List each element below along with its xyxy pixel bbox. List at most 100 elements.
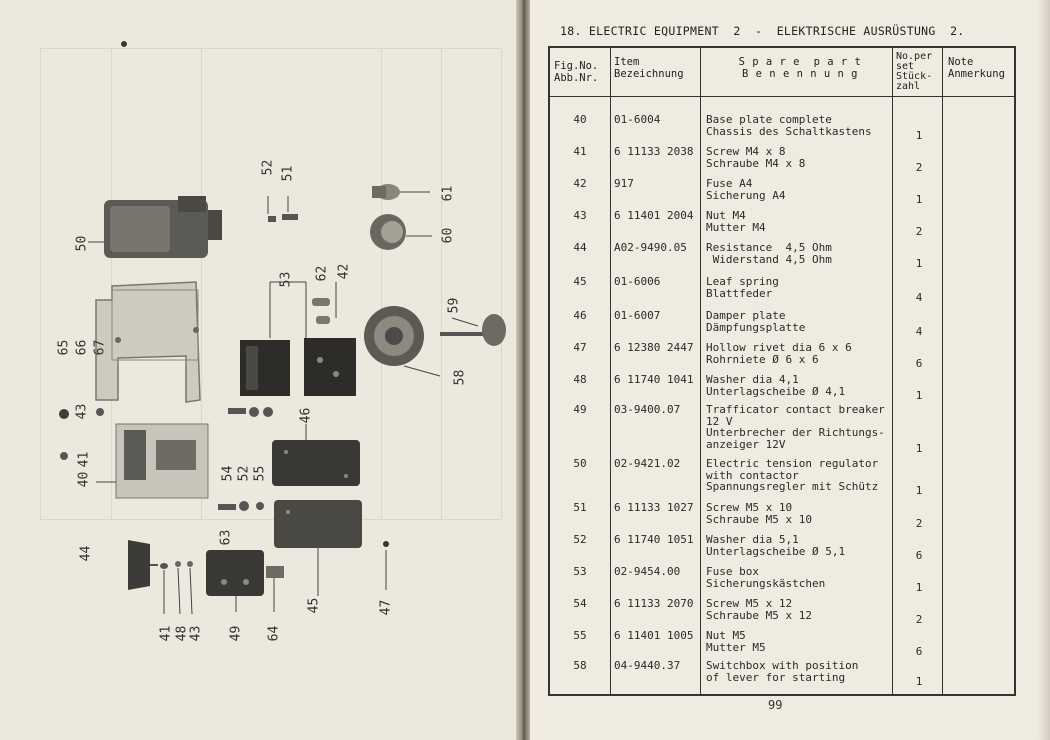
item-number-cell: 01-6004 [614, 113, 661, 126]
callout-48: 48 [174, 625, 190, 642]
contact-breaker-part [206, 550, 264, 596]
fig-no-cell: 54 [573, 597, 587, 610]
item-number-cell: 01-6007 [614, 309, 661, 322]
spare-parts-table: Fig.No. Abb.Nr. Item Bezeichnung S p a r… [548, 46, 1016, 696]
item-number-cell: 6 11401 1005 [614, 629, 694, 642]
callout-46: 46 [298, 407, 314, 424]
spare-part-cell: Fuse A4 Sicherung A4 [706, 177, 786, 202]
callout-43: 43 [74, 403, 90, 420]
fig-no-cell: 44 [573, 241, 587, 254]
quantity-cell: 4 [915, 324, 923, 338]
page-number: 99 [768, 698, 783, 712]
spare-part-cell: Screw M5 x 12 Schraube M5 x 12 [706, 597, 812, 622]
quantity-cell: 1 [915, 580, 923, 594]
callout-54: 54 [220, 465, 236, 482]
spare-part-cell: Nut M4 Mutter M4 [706, 209, 766, 234]
quantity-cell: 1 [915, 256, 923, 270]
callout-52b: 52 [236, 465, 252, 482]
quantity-cell: 1 [915, 441, 923, 455]
exploded-parts-illustration [59, 41, 506, 615]
quantity-cell: 4 [915, 290, 923, 304]
quantity-cell: 2 [915, 224, 923, 238]
spare-part-cell: Leaf spring Blattfeder [706, 275, 779, 300]
callout-44: 44 [78, 545, 94, 562]
quantity-cell: 1 [915, 388, 923, 402]
item-number-cell: 02-9421.02 [614, 457, 681, 470]
header-note: Note Anmerkung [948, 56, 1005, 80]
callout-59: 59 [446, 297, 462, 314]
spare-part-cell: Screw M5 x 10 Schraube M5 x 10 [706, 501, 812, 526]
quantity-cell: 1 [915, 128, 923, 142]
callout-41: 41 [76, 451, 92, 468]
fig-no-cell: 42 [573, 177, 587, 190]
quantity-cell: 6 [915, 644, 923, 658]
header-fig-no: Fig.No. Abb.Nr. [554, 60, 599, 84]
callout-41b: 41 [158, 625, 174, 642]
fig-no-cell: 48 [573, 373, 587, 386]
callout-52: 52 [260, 159, 276, 176]
item-number-cell: 6 11133 2038 [614, 145, 694, 158]
callout-43b: 43 [188, 625, 204, 642]
callout-67: 67 [92, 339, 108, 356]
spare-part-cell: Switchbox with position of lever for sta… [706, 659, 859, 684]
quantity-cell: 1 [915, 192, 923, 206]
item-number-cell: 01-6006 [614, 275, 661, 288]
fig-no-cell: 52 [573, 533, 587, 546]
item-number-cell: 6 11740 1041 [614, 373, 694, 386]
fig-no-cell: 46 [573, 309, 587, 322]
callout-60: 60 [440, 227, 456, 244]
item-number-cell: 04-9440.37 [614, 659, 681, 672]
callout-51: 51 [280, 165, 296, 182]
callout-66: 66 [74, 339, 90, 356]
fuse-box-part [240, 338, 356, 396]
fig-no-cell: 45 [573, 275, 587, 288]
spare-part-cell: Base plate complete Chassis des Schaltka… [706, 113, 872, 138]
bleed-through-table [40, 48, 502, 520]
callout-42: 42 [336, 263, 352, 280]
fig-no-cell: 47 [573, 341, 587, 354]
item-number-cell: 6 11133 1027 [614, 501, 694, 514]
spare-part-cell: Damper plate Dämpfungsplatte [706, 309, 806, 334]
fig-no-cell: 51 [573, 501, 587, 514]
spare-part-cell: Washer dia 5,1 Unterlagscheibe Ø 5,1 [706, 533, 846, 558]
regulator-box-part [104, 196, 222, 258]
callout-62: 62 [314, 265, 330, 282]
callout-50: 50 [74, 235, 90, 252]
quantity-cell: 1 [915, 484, 923, 497]
fig-no-cell: 53 [573, 565, 587, 578]
spare-part-cell: Trafficator contact breaker 12 V Unterbr… [706, 403, 885, 451]
page-edge [1038, 0, 1050, 740]
header-item: Item Bezeichnung [614, 56, 684, 80]
callout-55: 55 [252, 465, 268, 482]
callout-49: 49 [228, 625, 244, 642]
item-number-cell: 02-9454.00 [614, 565, 681, 578]
item-number-cell: 6 11401 2004 [614, 209, 694, 222]
spare-part-cell: Washer dia 4,1 Unterlagscheibe Ø 4,1 [706, 373, 846, 398]
fig-no-cell: 49 [573, 403, 587, 416]
quantity-cell: 1 [915, 674, 923, 688]
fig-no-cell: 41 [573, 145, 587, 158]
spare-part-cell: Nut M5 Mutter M5 [706, 629, 766, 654]
item-number-cell: 6 11740 1051 [614, 533, 694, 546]
fig-no-cell: 55 [573, 629, 587, 642]
spare-part-cell: Hollow rivet dia 6 x 6 Rohrniete Ø 6 x 6 [706, 341, 852, 366]
callout-47: 47 [378, 599, 394, 616]
fig-no-cell: 50 [573, 457, 587, 470]
spare-part-cell: Screw M4 x 8 Schraube M4 x 8 [706, 145, 806, 170]
header-spare-part: S p a r e p a r t B e n e n n u n g [738, 56, 862, 80]
book-gutter [516, 0, 530, 740]
quantity-cell: 2 [915, 160, 923, 174]
lamp-socket-part [370, 214, 406, 250]
lever-part [440, 314, 506, 346]
spare-part-cell: Fuse box Sicherungskästchen [706, 565, 826, 590]
callout-40: 40 [76, 471, 92, 488]
callout-53: 53 [278, 271, 294, 288]
switchbox-part [364, 306, 424, 366]
mounting-plate-part [95, 281, 201, 416]
left-page: 50 52 51 61 60 53 62 42 59 65 66 67 43 5… [0, 0, 522, 740]
callout-45: 45 [306, 597, 322, 614]
spare-part-cell: Resistance 4,5 Ohm Widerstand 4,5 Ohm [706, 241, 832, 266]
callout-64: 64 [266, 625, 282, 642]
header-qty: No.per set Stück- zahl [896, 51, 933, 92]
